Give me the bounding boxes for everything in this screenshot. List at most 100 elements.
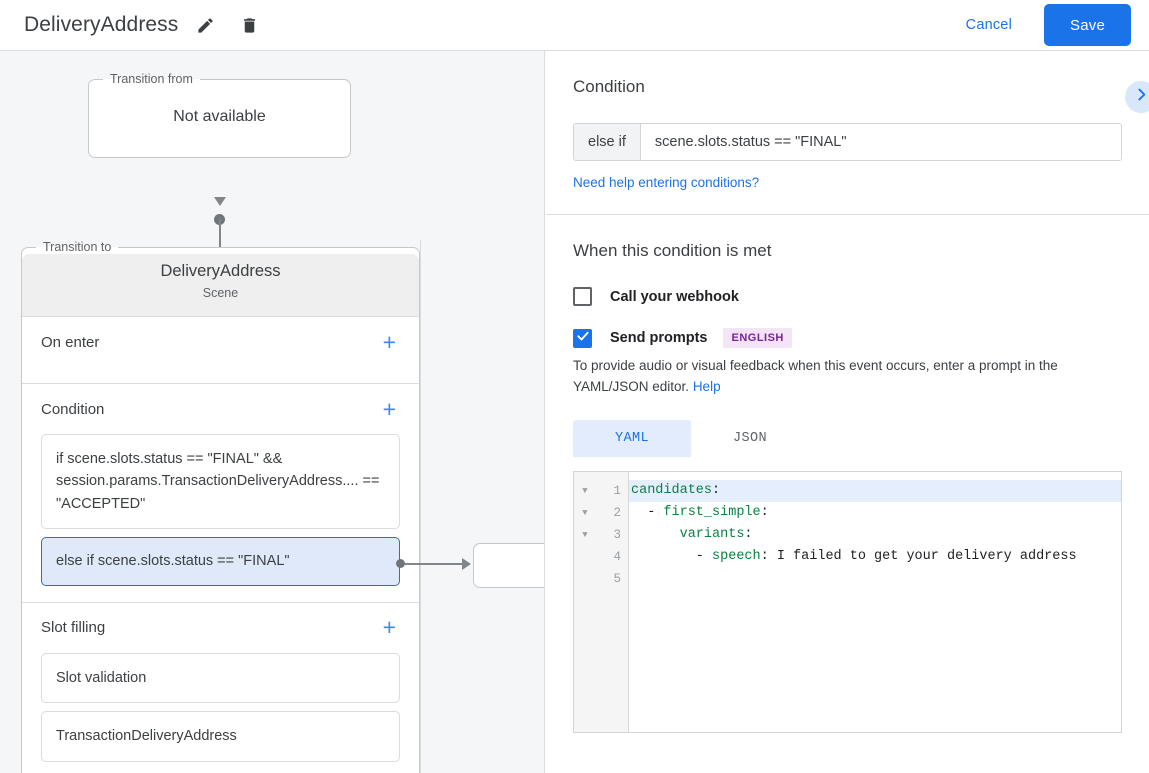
add-on-enter-plus-icon[interactable]: + bbox=[382, 328, 396, 355]
fold-toggle-icon[interactable]: ▼ bbox=[582, 529, 588, 540]
fold-toggle-icon[interactable]: ▼ bbox=[582, 485, 588, 496]
transition-to-subtitle: Scene bbox=[202, 286, 239, 300]
line-number: 1 bbox=[613, 483, 621, 498]
page-title: DeliveryAddress bbox=[24, 13, 179, 36]
code-line-2: - first_simple: bbox=[629, 502, 1121, 524]
cancel-button[interactable]: Cancel bbox=[952, 8, 1026, 42]
line-number: 2 bbox=[613, 505, 621, 520]
language-badge: ENGLISH bbox=[723, 328, 792, 348]
call-webhook-row[interactable]: Call your webhook bbox=[573, 287, 1122, 306]
app-bar: DeliveryAddress Cancel Save bbox=[0, 0, 1149, 51]
expand-panel-button[interactable] bbox=[1125, 81, 1149, 113]
code-key: first_simple bbox=[663, 504, 761, 520]
condition-chip-2-selected[interactable]: else if scene.slots.status == "FINAL" bbox=[41, 537, 400, 586]
section-slot-filling-head: Slot filling + bbox=[41, 603, 400, 653]
slot-chip-validation[interactable]: Slot validation bbox=[41, 652, 400, 704]
connector-line-horizontal bbox=[404, 563, 466, 565]
slot-chip-transaction-delivery-address[interactable]: TransactionDeliveryAddress bbox=[41, 711, 400, 762]
transition-to-node[interactable]: Transition to DeliveryAddress Scene On e… bbox=[21, 240, 420, 773]
section-condition-title: Condition bbox=[41, 400, 105, 418]
code-indent bbox=[631, 527, 680, 542]
transition-to-header: DeliveryAddress Scene bbox=[22, 254, 419, 317]
transition-from-legend: Transition from bbox=[110, 72, 193, 86]
app-bar-actions: Cancel Save bbox=[952, 4, 1149, 46]
gutter-line: ▼1 bbox=[574, 480, 628, 502]
transition-to-legend: Transition to bbox=[43, 240, 112, 254]
condition-prefix-label: else if bbox=[574, 124, 641, 160]
call-webhook-checkbox[interactable] bbox=[573, 287, 592, 306]
when-condition-met-block: When this condition is met Call your web… bbox=[546, 215, 1149, 755]
check-icon bbox=[576, 329, 590, 348]
code-line-3: variants: bbox=[629, 524, 1121, 546]
code-indent: - bbox=[631, 548, 713, 564]
code-colon: : bbox=[744, 526, 753, 542]
condition-help-row: Need help entering conditions? bbox=[573, 174, 1122, 192]
gutter-line: ▼3 bbox=[574, 524, 628, 546]
pencil-icon bbox=[196, 16, 215, 35]
code-colon: : bbox=[760, 548, 769, 564]
section-slot-filling: Slot filling + Slot validation Transacti… bbox=[22, 602, 419, 773]
code-value: I failed to get your delivery address bbox=[768, 548, 1077, 564]
editor-format-tabs: YAML JSON bbox=[573, 419, 1122, 457]
send-prompts-description: To provide audio or visual feedback when… bbox=[573, 356, 1122, 398]
tab-yaml[interactable]: YAML bbox=[573, 419, 691, 457]
line-number: 4 bbox=[613, 549, 621, 564]
save-button[interactable]: Save bbox=[1044, 4, 1131, 46]
add-slot-filling-plus-icon[interactable]: + bbox=[382, 614, 396, 641]
code-line-4: - speech: I failed to get your delivery … bbox=[629, 546, 1121, 568]
fold-toggle-icon[interactable]: ▼ bbox=[582, 507, 588, 518]
code-key: variants bbox=[679, 526, 745, 542]
section-condition-head: Condition + bbox=[41, 384, 400, 434]
condition-block-title: Condition bbox=[573, 77, 645, 96]
when-condition-met-title: When this condition is met bbox=[573, 241, 772, 260]
need-help-conditions-link[interactable]: Need help entering conditions? bbox=[573, 175, 760, 190]
code-key: speech bbox=[712, 548, 761, 564]
condition-input-row: else if bbox=[573, 123, 1122, 161]
code-key: candidates bbox=[631, 482, 713, 498]
tab-json[interactable]: JSON bbox=[732, 430, 767, 446]
connector-arrow-right bbox=[462, 558, 471, 570]
connector-line-vertical bbox=[219, 219, 221, 249]
condition-expression-input[interactable] bbox=[640, 124, 1121, 160]
send-prompts-row[interactable]: Send prompts ENGLISH bbox=[573, 328, 1122, 348]
connector-arrow-down bbox=[214, 197, 226, 206]
delete-button[interactable] bbox=[232, 8, 266, 42]
call-webhook-label: Call your webhook bbox=[610, 288, 739, 305]
section-condition: Condition + if scene.slots.status == "FI… bbox=[22, 384, 419, 603]
add-condition-plus-icon[interactable]: + bbox=[382, 395, 396, 422]
send-prompts-label: Send prompts bbox=[610, 330, 708, 346]
editor-code-area[interactable]: candidates: - first_simple: variants: - … bbox=[629, 472, 1121, 732]
code-colon: : bbox=[760, 504, 769, 520]
section-on-enter: On enter + bbox=[22, 317, 419, 384]
code-line-5 bbox=[629, 568, 1121, 590]
edit-button[interactable] bbox=[188, 8, 222, 42]
prompts-help-link[interactable]: Help bbox=[692, 378, 721, 394]
details-panel: Condition else if Need help entering con… bbox=[546, 51, 1149, 773]
code-colon: : bbox=[712, 482, 721, 498]
condition-block: Condition else if Need help entering con… bbox=[546, 51, 1149, 215]
section-slot-filling-title: Slot filling bbox=[41, 619, 106, 637]
chevron-right-icon bbox=[1133, 86, 1149, 108]
send-prompts-checkbox[interactable] bbox=[573, 328, 592, 348]
prompt-code-editor[interactable]: ▼1 ▼2 ▼3 4 5 candidates: - first_simple:… bbox=[573, 470, 1122, 733]
flow-canvas[interactable]: Transition from Not available Transition… bbox=[0, 51, 545, 773]
code-line-1: candidates: bbox=[629, 479, 1121, 502]
connector-dot-condition bbox=[396, 559, 405, 568]
send-prompts-description-text: To provide audio or visual feedback when… bbox=[573, 358, 1058, 394]
transition-from-node[interactable]: Transition from Not available bbox=[88, 72, 351, 158]
line-number: 5 bbox=[613, 571, 621, 586]
gutter-line: ▼2 bbox=[574, 502, 628, 524]
line-number: 3 bbox=[613, 527, 621, 542]
transition-from-value: Not available bbox=[173, 107, 266, 125]
code-indent: - bbox=[631, 504, 664, 520]
editor-gutter: ▼1 ▼2 ▼3 4 5 bbox=[574, 471, 629, 732]
gutter-line: 5 bbox=[574, 568, 628, 590]
transition-target-stub-node[interactable] bbox=[473, 543, 544, 588]
trash-icon bbox=[240, 16, 259, 35]
condition-chip-1[interactable]: if scene.slots.status == "FINAL" && sess… bbox=[41, 434, 400, 530]
canvas-rail bbox=[420, 240, 421, 773]
section-on-enter-title: On enter bbox=[41, 333, 100, 351]
section-on-enter-head: On enter + bbox=[41, 317, 400, 367]
transition-to-title: DeliveryAddress bbox=[160, 262, 281, 280]
gutter-line: 4 bbox=[574, 546, 628, 568]
